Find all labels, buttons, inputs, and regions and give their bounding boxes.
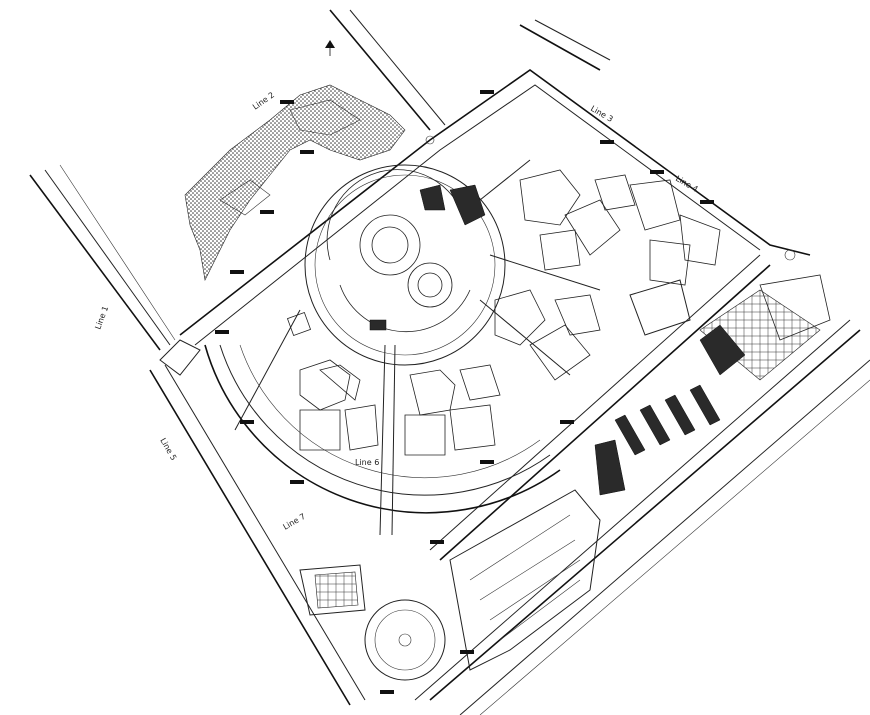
- landscape-area: [184, 84, 406, 281]
- street-label-line-6: Line 6: [355, 458, 379, 467]
- street-label-line-5: Line 5: [158, 437, 178, 463]
- round-plaza: [299, 564, 446, 681]
- street-label-line-7: Line 7: [282, 512, 308, 532]
- entrance-square: [159, 135, 796, 376]
- street-label-line-3: Line 3: [589, 104, 615, 124]
- parking-areas: [449, 274, 831, 671]
- north-arrow-icon: [325, 40, 335, 56]
- boundary-roads: [29, 9, 870, 715]
- street-label-line-1: Line 1: [93, 305, 110, 331]
- survey-tags: [215, 90, 714, 694]
- street-label-line-4: Line 4: [674, 174, 700, 194]
- central-campus: [204, 159, 601, 536]
- building-clusters: [299, 169, 721, 456]
- street-label-line-2: Line 2: [251, 90, 276, 111]
